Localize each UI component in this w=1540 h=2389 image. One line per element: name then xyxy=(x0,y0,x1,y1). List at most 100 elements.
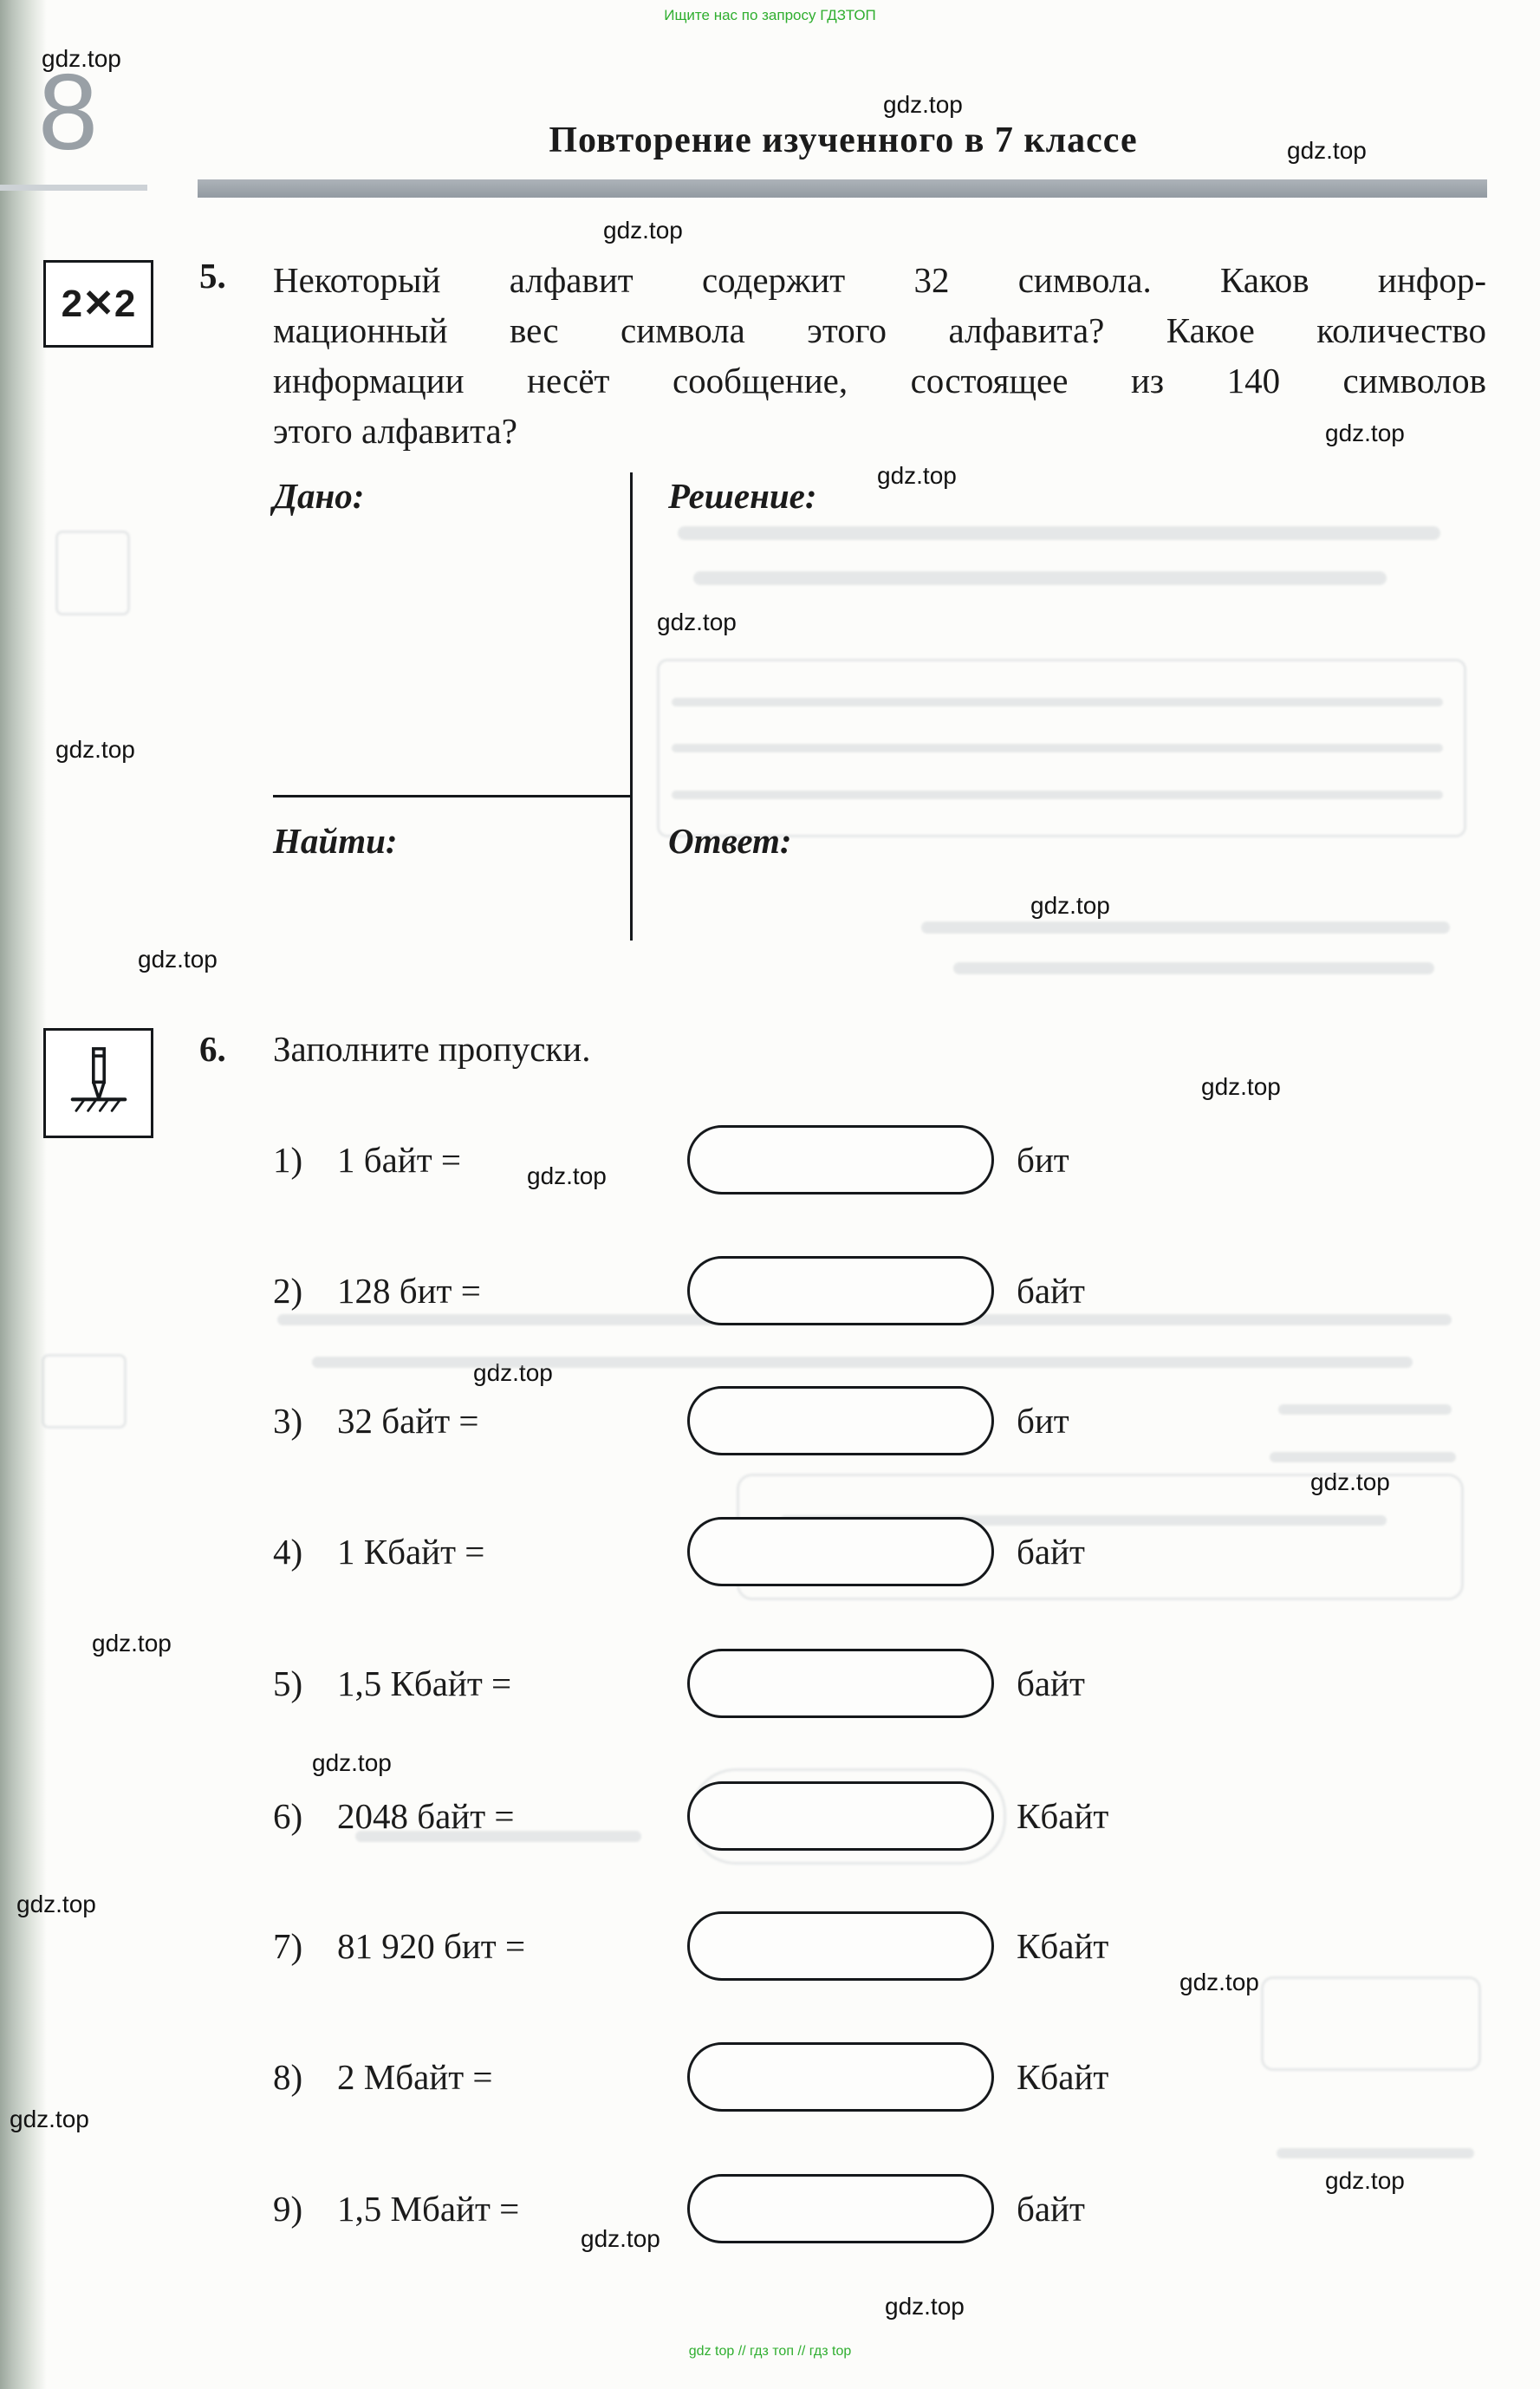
answer-blank[interactable] xyxy=(687,1517,994,1586)
watermark: gdz.top xyxy=(581,2225,660,2252)
answer-label: Ответ: xyxy=(668,821,792,861)
item-unit: байт xyxy=(1017,1532,1085,1572)
writing-task-badge xyxy=(43,1028,153,1138)
watermark: gdz.top xyxy=(138,946,218,973)
watermark: gdz.top xyxy=(1325,420,1405,446)
difficulty-badge-label: 2✕2 xyxy=(61,283,136,325)
watermark: gdz.top xyxy=(473,1359,553,1386)
item-expression: 2 Мбайт = xyxy=(337,2057,493,2097)
answer-blank[interactable] xyxy=(687,2042,994,2112)
item-unit: бит xyxy=(1017,1140,1069,1180)
answer-blank[interactable] xyxy=(687,1781,994,1851)
item-expression: 1,5 Кбайт = xyxy=(337,1663,512,1703)
item-number: 7) xyxy=(273,1926,303,1966)
fill-row: 6) 2048 байт = Кбайт xyxy=(273,1780,1495,1852)
item-expression: 128 бит = xyxy=(337,1271,481,1311)
bleed-through-artifact xyxy=(1277,2148,1474,2158)
answer-blank[interactable] xyxy=(687,1386,994,1455)
answer-blank[interactable] xyxy=(687,1256,994,1325)
item-unit: Кбайт xyxy=(1017,2057,1109,2097)
bleed-through-artifact xyxy=(953,962,1434,974)
fill-row: 5)1,5 Кбайт = байт xyxy=(273,1648,1495,1719)
item-number: 5) xyxy=(273,1663,303,1703)
watermark: gdz.top xyxy=(603,217,683,244)
watermark: gdz.top xyxy=(657,609,737,635)
watermark: gdz.top xyxy=(877,462,957,489)
answer-blank[interactable] xyxy=(687,1649,994,1718)
item-unit: Кбайт xyxy=(1017,1926,1109,1966)
watermark: gdz.top xyxy=(55,736,135,763)
item-expression: 32 байт = xyxy=(337,1401,479,1441)
item-number: 6) xyxy=(273,1796,303,1836)
bleed-through-artifact xyxy=(693,571,1387,585)
item-unit: байт xyxy=(1017,1271,1085,1311)
item-expression: 2048 байт = xyxy=(337,1796,515,1836)
bleed-through-artifact xyxy=(672,791,1443,799)
header-rule-left xyxy=(0,185,147,191)
bleed-through-artifact xyxy=(921,921,1450,934)
item-expression: 1 Кбайт = xyxy=(337,1532,485,1572)
watermark: gdz.top xyxy=(1310,1468,1390,1495)
watermark: gdz.top xyxy=(1325,2167,1405,2194)
problem-5-line: информации несёт сообщение, состоящее из… xyxy=(273,361,1486,400)
item-number: 8) xyxy=(273,2057,303,2097)
fill-row: 4) 1 Кбайт = байт xyxy=(273,1516,1495,1587)
header-rule xyxy=(198,179,1487,198)
fill-row: 9) 1,5 Мбайт = байт xyxy=(273,2173,1495,2244)
bleed-through-artifact xyxy=(1270,1452,1456,1462)
watermark: gdz.top xyxy=(312,1749,392,1776)
item-unit: бит xyxy=(1017,1401,1069,1441)
watermark: gdz.top xyxy=(527,1162,607,1189)
promo-note-bottom: gdz top // гдз топ // гдз top xyxy=(688,2344,852,2359)
problem-6-number: 6. xyxy=(199,1029,226,1069)
item-expression: 81 920 бит = xyxy=(337,1926,526,1966)
item-number: 1) xyxy=(273,1140,303,1180)
chapter-header: Повторение изученного в 7 классе xyxy=(549,120,1138,160)
fill-row: 3) 32 байт = бит xyxy=(273,1385,1495,1456)
bleed-through-artifact xyxy=(657,659,1466,837)
page-number: 8 xyxy=(38,53,98,173)
watermark: gdz.top xyxy=(92,1630,172,1657)
watermark: gdz.top xyxy=(883,91,963,118)
page-edge-shading xyxy=(0,0,47,2389)
promo-note-top: Ищите нас по запросу ГДЗТОП xyxy=(664,7,876,23)
watermark: gdz.top xyxy=(1030,892,1110,919)
bleed-through-artifact xyxy=(355,1831,641,1842)
bleed-through-artifact xyxy=(1261,1976,1481,2071)
watermark: gdz.top xyxy=(1201,1073,1281,1100)
item-number: 9) xyxy=(273,2189,303,2229)
item-unit: байт xyxy=(1017,2189,1085,2229)
problem-5-line: Некоторый алфавит содержит 32 символа. К… xyxy=(273,260,1486,300)
watermark: gdz.top xyxy=(885,2293,965,2320)
item-unit: Кбайт xyxy=(1017,1796,1109,1836)
problem-5-line: мационный вес символа этого алфавита? Ка… xyxy=(273,310,1486,350)
bleed-through-artifact xyxy=(672,698,1443,706)
given-label: Дано: xyxy=(273,476,365,516)
solution-divider-horizontal xyxy=(273,795,630,797)
problem-5-text: Некоторый алфавит содержит 32 символа. К… xyxy=(273,255,1486,456)
fill-row: 1) 1 байт = бит xyxy=(273,1124,1495,1195)
fill-row: 7) 81 920 бит = Кбайт xyxy=(273,1911,1495,1982)
bleed-through-artifact xyxy=(55,531,130,615)
bleed-through-artifact xyxy=(42,1354,127,1429)
difficulty-badge: 2✕2 xyxy=(43,260,153,348)
watermark: gdz.top xyxy=(16,1891,96,1917)
item-number: 3) xyxy=(273,1401,303,1441)
bleed-through-artifact xyxy=(678,526,1440,540)
watermark: gdz.top xyxy=(10,2106,89,2132)
answer-blank[interactable] xyxy=(687,1911,994,1981)
problem-5-line: этого алфавита? xyxy=(273,411,517,451)
pencil-icon xyxy=(61,1043,137,1123)
problem-6-title: Заполните пропуски. xyxy=(273,1029,591,1069)
answer-blank[interactable] xyxy=(687,1125,994,1194)
find-label: Найти: xyxy=(273,821,398,861)
watermark: gdz.top xyxy=(42,45,121,72)
item-number: 4) xyxy=(273,1532,303,1572)
item-expression: 1 байт = xyxy=(337,1140,462,1180)
item-number: 2) xyxy=(273,1271,303,1311)
solution-divider-vertical xyxy=(630,472,633,941)
item-expression: 1,5 Мбайт = xyxy=(337,2189,520,2229)
bleed-through-artifact xyxy=(672,744,1443,752)
answer-blank[interactable] xyxy=(687,2174,994,2243)
